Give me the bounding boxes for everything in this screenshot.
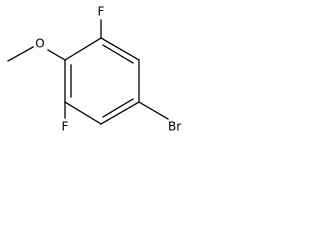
ring-inner-bond-c1-c2 bbox=[102, 44, 134, 64]
bond-c3-br bbox=[138, 101, 169, 120]
ring-bond-c1-c2 bbox=[100, 37, 140, 61]
bond-o-methyl bbox=[7, 46, 34, 62]
ring-inner-bond-c3-c4 bbox=[102, 98, 134, 118]
atom-label-oxygen: O bbox=[35, 37, 44, 51]
atom-label-bromine: Br bbox=[168, 120, 181, 134]
ring-bond-c6-c1 bbox=[64, 37, 102, 61]
atom-label-fluorine-bottom: F bbox=[62, 120, 69, 134]
atom-label-fluorine-top: F bbox=[98, 5, 105, 19]
bond-c6-o bbox=[47, 49, 66, 61]
molecule-diagram: F O F Br bbox=[7, 5, 181, 134]
ring-bond-c4-c5 bbox=[64, 101, 102, 125]
ring-bond-c3-c4 bbox=[100, 101, 140, 125]
